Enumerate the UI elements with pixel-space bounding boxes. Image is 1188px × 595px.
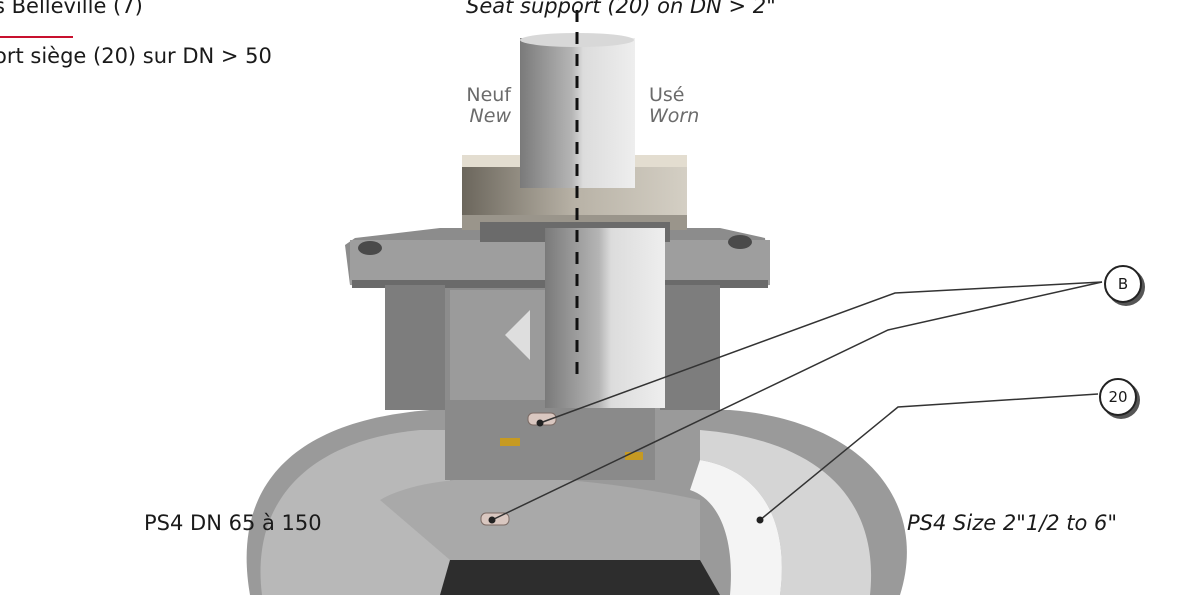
state-worn-en: Worn (649, 105, 700, 127)
valve-body (246, 410, 907, 595)
label-belleville: s Belleville (7) (0, 0, 143, 18)
leader-lines (491, 281, 1103, 521)
label-seat-support-en: Seat support (20) on DN > 2" (466, 0, 776, 18)
label-seat-support-fr: ort siège (20) sur DN > 50 (0, 44, 272, 68)
state-new-en: New (469, 105, 511, 127)
state-new: Neuf New (453, 85, 511, 127)
leader-dot (488, 516, 496, 524)
callout-badge-20: 20 (1099, 378, 1137, 416)
state-worn: Usé Worn (649, 85, 699, 127)
label-model-en: PS4 Size 2"1/2 to 6" (907, 511, 1118, 535)
leader-dot (756, 516, 764, 524)
label-model-fr: PS4 DN 65 à 150 (144, 511, 322, 535)
callout-badge-b: B (1104, 265, 1142, 303)
accent-underline (0, 36, 73, 38)
leader-dot (536, 419, 544, 427)
state-new-fr: Neuf (466, 84, 511, 106)
state-worn-fr: Usé (649, 84, 685, 106)
